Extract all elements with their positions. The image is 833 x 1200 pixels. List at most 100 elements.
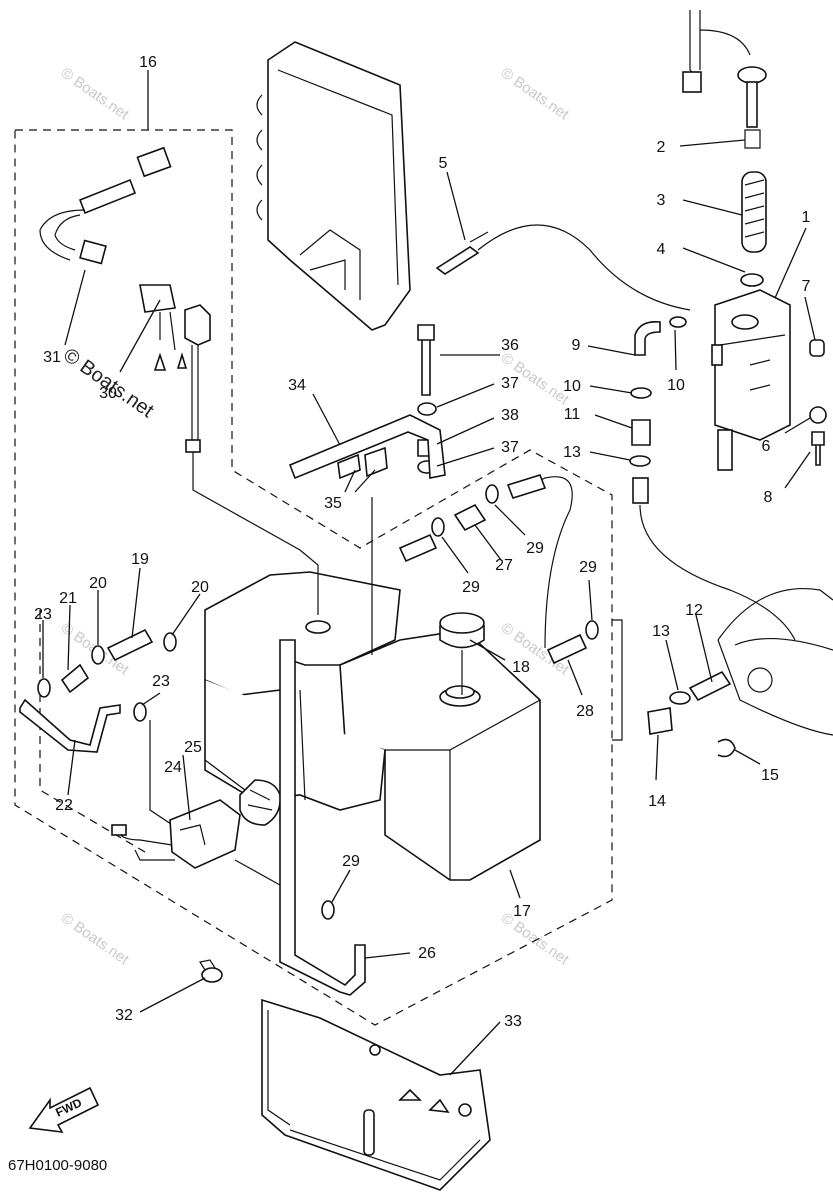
leader-lines bbox=[42, 70, 816, 1076]
hose-26 bbox=[279, 639, 366, 996]
joint-11 bbox=[631, 419, 651, 446]
part-label: 18 bbox=[512, 659, 530, 676]
electrical-box bbox=[256, 41, 411, 331]
part-label: 5 bbox=[439, 155, 448, 172]
part-label: 27 bbox=[495, 557, 513, 574]
part-label: 33 bbox=[504, 1013, 522, 1030]
part-label: 26 bbox=[418, 945, 436, 962]
hose-19 bbox=[106, 628, 154, 662]
hose-9 bbox=[634, 320, 661, 356]
grommet-7 bbox=[809, 339, 825, 357]
part-label: 35 bbox=[324, 495, 342, 512]
part-label: 12 bbox=[685, 602, 703, 619]
part-label: 19 bbox=[131, 551, 149, 568]
watermark: © Boats.net bbox=[58, 909, 133, 968]
part-label: 10 bbox=[563, 378, 581, 395]
assembly-boundary-16 bbox=[14, 129, 613, 1026]
hose-clamp-20 bbox=[163, 632, 177, 652]
hose-clamp-13 bbox=[629, 455, 651, 467]
part-label: 34 bbox=[288, 377, 306, 394]
watermark: © Boats.net bbox=[58, 64, 133, 123]
part-label: 32 bbox=[115, 1007, 133, 1024]
part-label: 8 bbox=[764, 489, 773, 506]
drawing-code: 67H0100-9080 bbox=[8, 1157, 107, 1174]
hose-segment bbox=[632, 477, 649, 504]
part-label: 9 bbox=[572, 337, 581, 354]
hose-clamp-13 bbox=[669, 691, 691, 705]
joint-27 bbox=[453, 503, 487, 532]
clamp-32-tab bbox=[199, 959, 216, 971]
sensor-cable-5 bbox=[435, 224, 691, 311]
part-label: 11 bbox=[564, 406, 581, 423]
part-label: 29 bbox=[579, 559, 597, 576]
part-label: 13 bbox=[563, 444, 581, 461]
tank-plate-33 bbox=[261, 998, 491, 1191]
part-label: 7 bbox=[802, 278, 811, 295]
hose-clamp-20 bbox=[91, 645, 105, 665]
hose-segment bbox=[398, 533, 438, 563]
hose-clamp-10 bbox=[669, 316, 687, 328]
part-label: 29 bbox=[342, 853, 360, 870]
part-label: 25 bbox=[184, 739, 202, 756]
part-label: 22 bbox=[55, 797, 73, 814]
part-label: 17 bbox=[513, 903, 531, 920]
part-label: 20 bbox=[191, 579, 209, 596]
pump-to-tank-line bbox=[234, 859, 281, 886]
hose-clamp-29 bbox=[585, 620, 599, 640]
bolt-8 bbox=[811, 431, 825, 466]
part-label: 31 bbox=[43, 349, 61, 366]
oil-tank-17 bbox=[204, 571, 541, 881]
part-label: 23 bbox=[34, 606, 52, 623]
part-label: 20 bbox=[89, 575, 107, 592]
hose-clamp-10 bbox=[630, 387, 652, 399]
hose-segment bbox=[506, 474, 547, 499]
part-label: 37 bbox=[501, 439, 519, 456]
part-label: 1 bbox=[802, 209, 811, 226]
joint-21 bbox=[60, 663, 90, 694]
part-label: 38 bbox=[501, 407, 519, 424]
part-label: 37 bbox=[501, 375, 519, 392]
part-label: 16 bbox=[139, 54, 157, 71]
sub-tank-1 bbox=[711, 289, 791, 471]
return-hose bbox=[639, 504, 796, 641]
part-label: 30 bbox=[99, 385, 117, 402]
part-label: 6 bbox=[762, 438, 771, 455]
part-label: 24 bbox=[164, 759, 182, 776]
engine-block-outline bbox=[717, 588, 833, 736]
part-label: 4 bbox=[657, 241, 666, 258]
hose-clamp-23 bbox=[133, 702, 147, 722]
part-label: 23 bbox=[152, 673, 170, 690]
hose-bracket-line bbox=[612, 619, 623, 741]
tank-bracket-34 bbox=[288, 414, 446, 480]
part-label: 10 bbox=[667, 377, 685, 394]
part-label: 15 bbox=[761, 767, 779, 784]
part-label: 3 bbox=[657, 192, 666, 209]
watermark-overlay: © Boats.net bbox=[59, 344, 158, 422]
clip-15 bbox=[717, 738, 736, 758]
oil-level-gauge-2 bbox=[682, 10, 767, 149]
bolt-36 bbox=[417, 324, 435, 396]
left-fuel-parts bbox=[19, 628, 181, 831]
hose-clamp-29 bbox=[485, 484, 499, 504]
pump-boundary bbox=[39, 610, 151, 856]
part-number-labels: 1 2 3 4 5 6 7 8 9 10 10 11 12 13 13 14 1… bbox=[34, 54, 810, 1030]
washer-37 bbox=[417, 402, 437, 416]
o-ring-4 bbox=[740, 273, 764, 287]
fuel-pump-24 bbox=[111, 799, 241, 869]
hose-clamp-23 bbox=[37, 678, 51, 698]
part-label: 29 bbox=[462, 579, 480, 596]
part-label: 2 bbox=[657, 139, 666, 156]
part-label: 13 bbox=[652, 623, 670, 640]
hose-22 bbox=[19, 698, 121, 753]
part-label: 14 bbox=[648, 793, 666, 810]
filter-3 bbox=[741, 171, 767, 253]
pump-cap-25 bbox=[239, 779, 282, 826]
part-label: 36 bbox=[501, 337, 519, 354]
joint-14 bbox=[647, 707, 673, 735]
part-label: 28 bbox=[576, 703, 594, 720]
hose-line bbox=[519, 476, 573, 649]
filler-cap-18 bbox=[439, 612, 485, 649]
watermark: © Boats.net bbox=[498, 909, 573, 968]
hose-clamp-32 bbox=[201, 967, 223, 983]
